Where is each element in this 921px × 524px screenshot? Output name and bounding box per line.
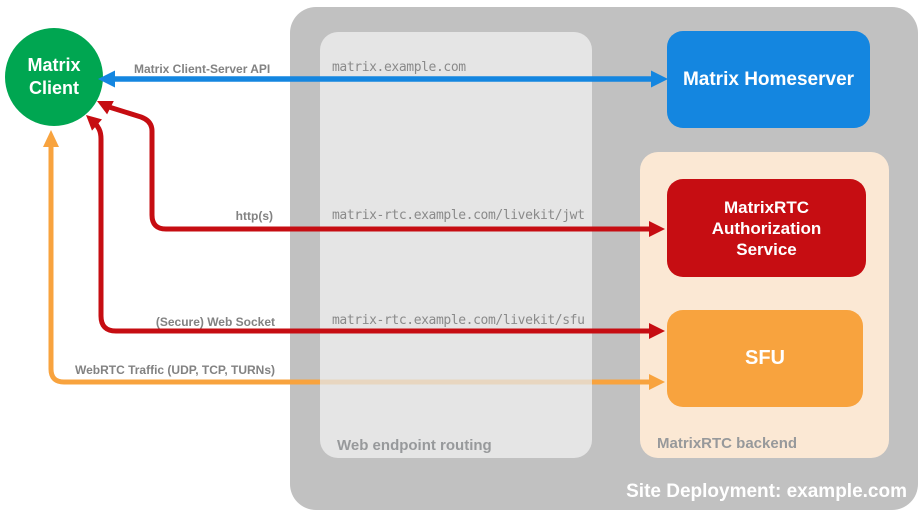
websocket-label: (Secure) Web Socket <box>155 315 275 329</box>
endpoint-livekit-sfu: matrix-rtc.example.com/livekit/sfu <box>332 313 585 328</box>
https-label: http(s) <box>235 209 273 223</box>
matrix-homeserver-label: Matrix Homeserver <box>682 68 855 90</box>
sfu-label: SFU <box>745 347 785 369</box>
matrix-client-label-line2: Client <box>28 78 79 98</box>
web-endpoint-routing-label: Web endpoint routing <box>337 437 492 454</box>
matrix-client-label-line1: Matrix <box>27 55 81 75</box>
webrtc-traffic-label: WebRTC Traffic (UDP, TCP, TURNs) <box>74 363 275 377</box>
https-arrowhead-client-icon <box>97 101 114 115</box>
endpoint-livekit-jwt: matrix-rtc.example.com/livekit/jwt <box>332 208 585 223</box>
web-endpoint-routing-box <box>320 32 592 458</box>
websocket-arrowhead-client-icon <box>86 115 102 131</box>
webrtc-arrow-line-solid-left <box>48 146 320 385</box>
client-server-api-label: Matrix Client-Server API <box>134 62 271 76</box>
sfu-node: SFU <box>667 310 863 407</box>
matrix-client-node: Matrix Client <box>5 28 103 126</box>
matrix-homeserver-node: Matrix Homeserver <box>667 31 870 128</box>
site-deployment-label: Site Deployment: example.com <box>626 481 907 502</box>
matrixrtc-authorization-service-node: MatrixRTC Authorization Service <box>667 179 866 277</box>
webrtc-arrowhead-client-icon <box>43 130 59 147</box>
matrixrtc-backend-label: MatrixRTC backend <box>657 435 798 452</box>
endpoint-matrix-host: matrix.example.com <box>332 60 466 75</box>
matrixrtc-authorization-service-label: MatrixRTC Authorization Service <box>711 197 822 259</box>
